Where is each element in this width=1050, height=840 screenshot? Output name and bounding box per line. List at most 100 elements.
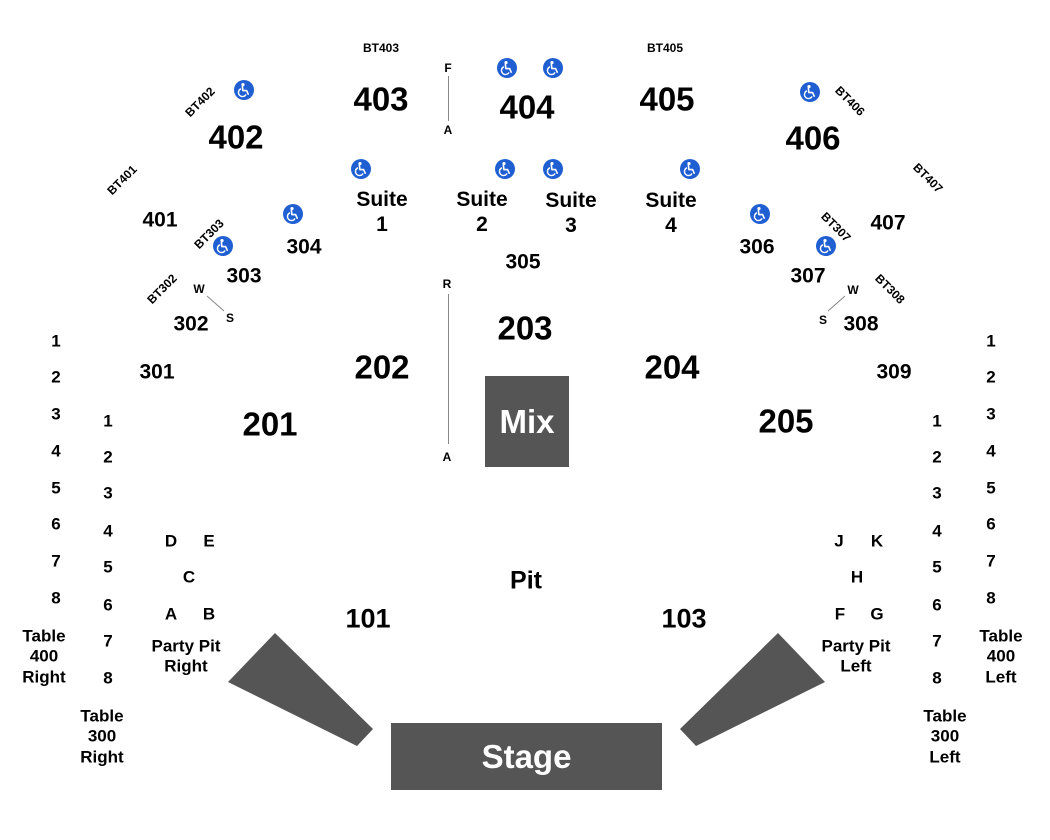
table-400-right-8[interactable]: 8: [51, 588, 61, 608]
table-300-right-1[interactable]: 1: [103, 411, 113, 431]
section-402[interactable]: 402: [208, 118, 264, 156]
section-401[interactable]: 401: [142, 208, 178, 232]
table-400-left-6[interactable]: 6: [986, 514, 996, 534]
table-300-left-1[interactable]: 1: [932, 411, 942, 431]
wheelchair-accessible-icon: [750, 204, 770, 224]
party-pit-left-label: Party Pit Left: [821, 636, 891, 676]
section-202[interactable]: 202: [354, 348, 410, 386]
section-305[interactable]: 305: [505, 250, 541, 274]
section-pit[interactable]: Pit: [510, 566, 542, 595]
section-205[interactable]: 205: [758, 402, 814, 440]
row-marker-f: F: [444, 61, 452, 75]
table-400-left-4[interactable]: 4: [986, 441, 996, 461]
table-300-right-label: Table 300 Right: [80, 706, 124, 767]
party-table-a[interactable]: A: [164, 604, 178, 624]
section-301[interactable]: 301: [139, 360, 175, 384]
table-300-left-7[interactable]: 7: [932, 631, 942, 651]
table-400-left-2[interactable]: 2: [986, 367, 996, 387]
compass-line-left: [206, 295, 225, 312]
stage-label: Stage: [481, 737, 572, 775]
party-table-k[interactable]: K: [870, 531, 884, 551]
wheelchair-accessible-icon: [351, 159, 371, 179]
wheelchair-accessible-icon: [497, 58, 517, 78]
table-400-right-5[interactable]: 5: [51, 478, 61, 498]
section-307[interactable]: 307: [790, 264, 826, 288]
section-103[interactable]: 103: [661, 603, 707, 634]
wheelchair-accessible-icon: [816, 236, 836, 256]
row-line-upper: [448, 76, 449, 121]
table-400-right-4[interactable]: 4: [51, 441, 61, 461]
suite-1[interactable]: Suite 1: [356, 187, 408, 236]
table-400-right-7[interactable]: 7: [51, 551, 61, 571]
suite-2[interactable]: Suite 2: [456, 187, 508, 236]
section-304[interactable]: 304: [286, 235, 322, 259]
box-table-bt405[interactable]: BT405: [646, 41, 684, 55]
compass-s-right: S: [818, 313, 828, 327]
section-308[interactable]: 308: [843, 312, 879, 336]
section-405[interactable]: 405: [639, 80, 695, 118]
section-201[interactable]: 201: [242, 405, 298, 443]
table-300-right-8[interactable]: 8: [103, 668, 113, 688]
party-table-h[interactable]: H: [850, 567, 864, 587]
wheelchair-accessible-icon: [495, 159, 515, 179]
party-table-c[interactable]: C: [182, 567, 196, 587]
party-table-f[interactable]: F: [834, 604, 846, 624]
section-406[interactable]: 406: [785, 119, 841, 157]
table-400-left-3[interactable]: 3: [986, 404, 996, 424]
table-400-left-label: Table 400 Left: [979, 626, 1023, 687]
table-400-right-3[interactable]: 3: [51, 404, 61, 424]
party-table-j[interactable]: J: [834, 531, 844, 551]
table-300-left-5[interactable]: 5: [932, 557, 942, 577]
section-403[interactable]: 403: [353, 80, 409, 118]
table-300-left-8[interactable]: 8: [932, 668, 942, 688]
stage: Stage: [391, 723, 662, 790]
box-table-bt403[interactable]: BT403: [362, 41, 400, 55]
suite-3[interactable]: Suite 3: [545, 188, 597, 237]
section-309[interactable]: 309: [876, 360, 912, 384]
table-400-right-2[interactable]: 2: [51, 367, 61, 387]
table-400-left-7[interactable]: 7: [986, 551, 996, 571]
table-300-right-3[interactable]: 3: [103, 483, 113, 503]
wheelchair-accessible-icon: [680, 159, 700, 179]
table-400-right-1[interactable]: 1: [51, 331, 61, 351]
table-400-left-8[interactable]: 8: [986, 588, 996, 608]
wheelchair-accessible-icon: [234, 80, 254, 100]
section-303[interactable]: 303: [226, 264, 262, 288]
section-101[interactable]: 101: [345, 603, 391, 634]
table-300-right-5[interactable]: 5: [103, 557, 113, 577]
table-400-left-5[interactable]: 5: [986, 478, 996, 498]
compass-w-left: W: [193, 282, 205, 296]
row-marker-a-lower: A: [442, 450, 452, 464]
section-302[interactable]: 302: [173, 312, 209, 336]
table-300-right-6[interactable]: 6: [103, 595, 113, 615]
party-table-e[interactable]: E: [203, 531, 215, 551]
section-203[interactable]: 203: [497, 309, 553, 347]
table-300-right-4[interactable]: 4: [103, 521, 113, 541]
section-407[interactable]: 407: [870, 211, 906, 235]
party-table-b[interactable]: B: [202, 604, 216, 624]
row-line-lower: [448, 294, 449, 444]
table-400-left-1[interactable]: 1: [986, 331, 996, 351]
table-300-right-7[interactable]: 7: [103, 631, 113, 651]
wheelchair-accessible-icon: [800, 82, 820, 102]
section-306[interactable]: 306: [739, 235, 775, 259]
wheelchair-accessible-icon: [543, 58, 563, 78]
table-300-left-4[interactable]: 4: [932, 521, 942, 541]
table-300-left-2[interactable]: 2: [932, 447, 942, 467]
compass-s-left: S: [225, 311, 235, 325]
table-400-right-6[interactable]: 6: [51, 514, 61, 534]
section-204[interactable]: 204: [644, 348, 700, 386]
suite-4[interactable]: Suite 4: [645, 188, 697, 237]
row-marker-r: R: [442, 277, 452, 291]
party-table-d[interactable]: D: [164, 531, 178, 551]
mix-booth: Mix: [485, 376, 569, 467]
table-300-left-3[interactable]: 3: [932, 483, 942, 503]
table-300-right-2[interactable]: 2: [103, 447, 113, 467]
party-table-g[interactable]: G: [870, 604, 884, 624]
table-300-left-label: Table 300 Left: [923, 706, 967, 767]
table-300-left-6[interactable]: 6: [932, 595, 942, 615]
left-stage-wing: [228, 633, 373, 746]
section-404[interactable]: 404: [499, 88, 555, 126]
